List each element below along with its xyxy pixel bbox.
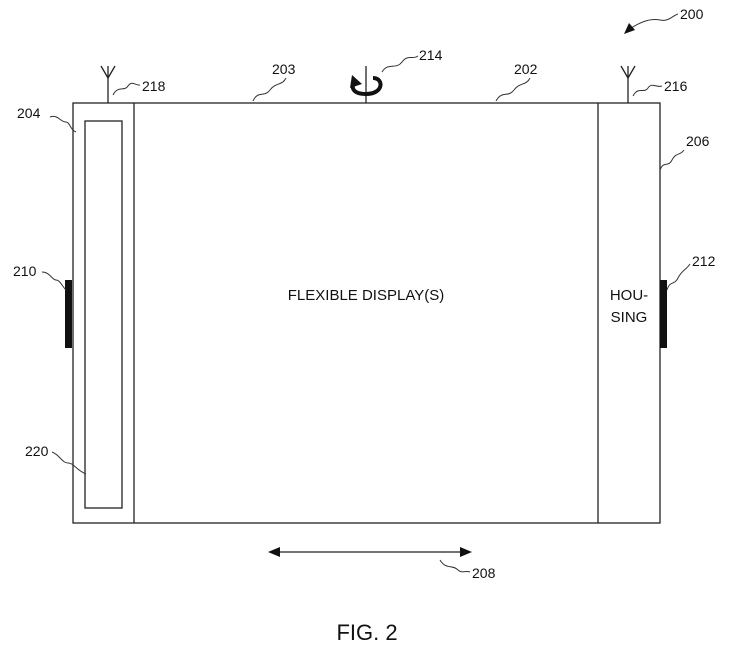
ref-204-label: 204 <box>17 105 41 121</box>
leader-200-arrowhead <box>624 23 635 34</box>
ref-216-label: 216 <box>664 78 688 94</box>
side-button-212 <box>660 280 667 348</box>
leader-216 <box>633 85 662 96</box>
rotation-axis-214-icon <box>350 66 381 103</box>
leader-203 <box>253 78 286 101</box>
leader-210 <box>42 272 66 290</box>
housing-label-line1: HOU- <box>610 287 648 304</box>
ref-202-label: 202 <box>514 61 538 77</box>
side-button-210 <box>65 280 72 348</box>
inner-element-220 <box>85 121 122 508</box>
housing-label-line2: SING <box>611 309 648 326</box>
leader-206 <box>660 150 684 170</box>
ref-212-label: 212 <box>692 253 716 269</box>
flexible-display-label: FLEXIBLE DISPLAY(S) <box>288 287 444 304</box>
antenna-216-icon <box>621 66 635 103</box>
leader-200 <box>628 14 678 30</box>
leader-208 <box>440 560 470 572</box>
ref-218-label: 218 <box>142 78 166 94</box>
leader-214 <box>382 56 418 72</box>
ref-203-label: 203 <box>272 61 296 77</box>
ref-200-label: 200 <box>680 6 704 22</box>
leader-220 <box>52 452 86 474</box>
leader-202 <box>496 78 530 101</box>
leader-212 <box>667 264 690 290</box>
bidirectional-arrow-208-icon <box>268 547 472 557</box>
ref-210-label: 210 <box>13 263 37 279</box>
ref-214-label: 214 <box>419 47 443 63</box>
leader-218 <box>113 83 140 95</box>
antenna-218-icon <box>101 66 115 103</box>
ref-208-label: 208 <box>472 565 496 581</box>
figure-caption: FIG. 2 <box>336 620 397 645</box>
ref-206-label: 206 <box>686 133 710 149</box>
ref-220-label: 220 <box>25 443 49 459</box>
device-outline <box>73 103 660 523</box>
leader-204 <box>50 116 76 132</box>
